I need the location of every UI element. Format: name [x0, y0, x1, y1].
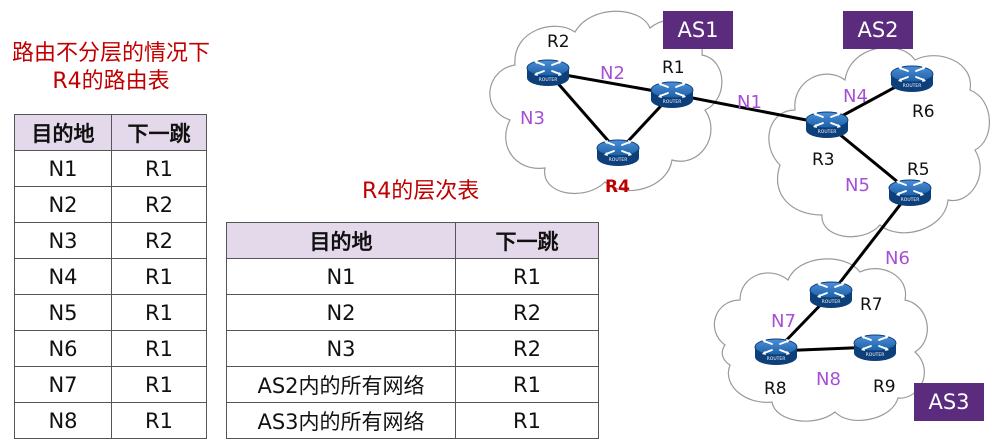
link-r1-r3: [671, 92, 828, 126]
router-caption: ROUTER: [539, 77, 558, 83]
router-caption: ROUTER: [822, 299, 841, 305]
flat-table-title-line1: 路由不分层的情况下: [11, 41, 210, 66]
as2-label: AS2: [857, 18, 898, 42]
next-hop-cell: R1: [455, 258, 599, 295]
as1-box: [663, 11, 733, 49]
router-icon-r4: ROUTER: [596, 139, 640, 166]
destination-cell: AS2内的所有网络: [226, 366, 456, 403]
router-icon-r7: ROUTER: [809, 281, 853, 308]
next-hop-cell: R1: [111, 258, 207, 295]
router-caption: ROUTER: [609, 157, 628, 163]
as1-label: AS1: [677, 18, 718, 42]
router-label-r2: R2: [547, 32, 570, 52]
as1-cloud: [489, 10, 723, 195]
router-label-r1: R1: [662, 58, 685, 78]
network-label-n4: N4: [843, 86, 868, 107]
as2-cloud: [768, 46, 990, 238]
next-hop-cell: R1: [455, 402, 599, 439]
destination-cell: N6: [14, 330, 112, 367]
next-hop-cell: R2: [111, 186, 207, 223]
next-hop-cell: R2: [111, 222, 207, 259]
destination-cell: N7: [14, 366, 112, 403]
router-caption: ROUTER: [663, 99, 682, 105]
network-label-n8: N8: [816, 369, 841, 390]
link-r5-r7: [829, 191, 912, 295]
as3-cloud: [713, 258, 928, 422]
router-group: ROUTER ROUTER ROUTER ROUTER ROUTER ROUTER ROUT…: [526, 59, 934, 365]
network-label-n3: N3: [520, 108, 545, 129]
router-label-r9: R9: [873, 377, 896, 397]
header-next-hop: 下一跳: [111, 114, 207, 151]
router-label-r4: R4: [605, 177, 630, 197]
router-icon-r1: ROUTER: [650, 81, 694, 108]
router-label-r6: R6: [912, 102, 935, 122]
network-label-n5: N5: [845, 175, 870, 196]
table-header-row: 目的地 下一跳: [14, 114, 207, 151]
next-hop-cell: R1: [111, 402, 207, 439]
hier-table-title: R4的层次表: [362, 179, 480, 204]
network-label-n7: N7: [771, 311, 796, 332]
router-icon-r8: ROUTER: [754, 338, 798, 365]
router-caption: ROUTER: [866, 352, 885, 358]
header-next-hop: 下一跳: [455, 222, 599, 259]
router-label-r3: R3: [812, 150, 835, 170]
table-header-row: 目的地 下一跳: [226, 222, 599, 259]
router-icon-r9: ROUTER: [853, 334, 897, 361]
destination-cell: AS3内的所有网络: [226, 402, 456, 439]
flat-table-title: 路由不分层的情况下 R4的路由表: [4, 40, 218, 96]
next-hop-cell: R1: [111, 366, 207, 403]
destination-cell: N8: [14, 402, 112, 439]
router-caption: ROUTER: [901, 197, 920, 203]
as3-label: AS3: [928, 390, 969, 414]
flat-table-title-line2: R4的路由表: [52, 69, 170, 94]
router-icon-r6: ROUTER: [890, 65, 934, 92]
network-label-n1: N1: [737, 92, 762, 113]
router-label-r5: R5: [907, 160, 930, 180]
header-destination: 目的地: [226, 222, 456, 259]
router-caption: ROUTER: [767, 356, 786, 362]
next-hop-cell: R1: [111, 294, 207, 331]
router-icon-r5: ROUTER: [888, 179, 932, 206]
destination-cell: N5: [14, 294, 112, 331]
router-label-r8: R8: [764, 379, 787, 399]
network-label-n2: N2: [600, 63, 625, 84]
router-caption: ROUTER: [903, 83, 922, 89]
as2-box: [843, 11, 913, 49]
next-hop-cell: R1: [111, 330, 207, 367]
destination-cell: N2: [226, 294, 456, 331]
as3-box: [914, 383, 984, 421]
network-label-n6: N6: [885, 248, 910, 269]
router-icon-r3: ROUTER: [805, 111, 849, 138]
link-r2-r4: [546, 71, 620, 153]
router-caption: ROUTER: [818, 129, 837, 135]
router-label-r7: R7: [860, 295, 883, 315]
router-icon-r2: ROUTER: [526, 59, 570, 86]
